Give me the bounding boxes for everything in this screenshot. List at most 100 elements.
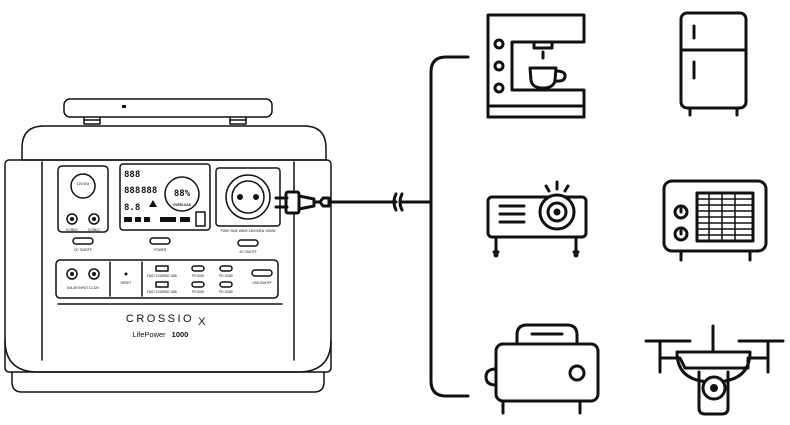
dc-switch xyxy=(72,237,94,245)
lcd-row-1: 888 xyxy=(124,170,140,180)
dc-port-1-pin xyxy=(70,217,74,221)
plug-cable xyxy=(274,190,433,215)
battery-percent: 88% xyxy=(174,189,191,199)
lcd-indicator-4 xyxy=(160,217,176,222)
lcd-indicator-2 xyxy=(135,217,141,222)
projector-icon xyxy=(486,180,588,258)
ac-outlet-hole-2 xyxy=(253,194,259,200)
lcd-side-block xyxy=(195,211,206,227)
lcd-row-4: 8.8 xyxy=(124,203,140,213)
solar-port-1-pin xyxy=(70,272,74,276)
handle-mounts xyxy=(83,116,247,125)
drone-camera-lens xyxy=(710,384,718,392)
power-button xyxy=(149,237,171,245)
coffee-machine-body xyxy=(486,13,586,108)
ac-outlet xyxy=(225,174,271,220)
coffee-machine-knob-3 xyxy=(493,82,505,94)
solar-port-2 xyxy=(88,268,100,280)
projector-lens-mid xyxy=(546,201,568,223)
usb-c-port-1 xyxy=(191,265,205,272)
carry-handle xyxy=(63,98,273,118)
cable-strain-relief xyxy=(312,196,331,208)
usb-c-label-4: PD 100W xyxy=(219,290,233,294)
projector-lens-center xyxy=(553,208,561,216)
brand-name: CROSSIO xyxy=(126,313,194,325)
projector-foot-right xyxy=(572,235,580,254)
dc-switch-label: DC ON/OFF xyxy=(74,248,92,252)
battery-ring xyxy=(164,176,200,212)
model-number: 1000 xyxy=(172,330,189,339)
coffee-cup xyxy=(528,66,558,90)
car-port-label: 12V/10A xyxy=(77,182,90,186)
toaster-slot xyxy=(515,323,579,346)
base xyxy=(11,371,325,393)
plug-head xyxy=(284,190,301,215)
usb-c-port-2 xyxy=(191,281,205,288)
ac-switch xyxy=(237,239,259,247)
coffee-machine-knob-1 xyxy=(493,38,505,50)
heater-grille-vertical xyxy=(708,192,736,242)
usb-c-port-4 xyxy=(219,281,233,288)
ac-outlet-hole-1 xyxy=(237,194,243,200)
side-panel-lines xyxy=(41,161,295,361)
dc-port-2-label: DC5521 xyxy=(88,228,100,232)
usb-a-label-2: FAST CHARGE 18W xyxy=(147,290,177,294)
ac-outlet-inner xyxy=(231,180,265,214)
usb-switch-label: USB ON/OFF xyxy=(252,281,272,285)
heater-knob-1 xyxy=(673,204,689,220)
lcd-row-2: 888 xyxy=(124,186,140,196)
usb-a-label-1: FAST CHARGE 18W xyxy=(147,274,177,278)
solar-input-label: SOLAR INPUT 12-32V xyxy=(67,286,100,290)
toaster-icon xyxy=(484,323,600,415)
usb-a-port-1 xyxy=(155,265,169,272)
solar-port-1 xyxy=(66,268,78,280)
heater-body xyxy=(662,179,768,253)
heater-grille-horizontal xyxy=(696,198,754,236)
warning-icon xyxy=(149,200,157,207)
plug-body xyxy=(297,194,316,211)
projector-foot-left-end xyxy=(493,252,499,258)
car-port xyxy=(70,173,96,199)
refrigerator-icon xyxy=(679,11,748,117)
reset-label: RESET xyxy=(121,281,132,285)
ac-switch-label: AC ON/OFF xyxy=(239,250,256,254)
overload-label: OVERLOAD xyxy=(173,203,192,207)
projector-foot-right-end xyxy=(573,252,579,258)
brand-mark: X xyxy=(198,316,208,328)
lcd-indicator-1 xyxy=(124,217,132,222)
handle-mark xyxy=(122,105,126,108)
projector-ray-2 xyxy=(544,184,551,193)
lcd-indicator-5 xyxy=(180,217,190,222)
lcd-row-3: 888 xyxy=(141,186,157,196)
drone-icon xyxy=(644,324,785,416)
usb-a-port-2 xyxy=(155,281,169,288)
dc-port-2 xyxy=(88,213,100,225)
usb-switch xyxy=(251,269,273,277)
toaster-knob xyxy=(568,364,586,382)
drone-gimbal xyxy=(697,370,730,416)
top-lid xyxy=(21,125,327,161)
usb-c-label-1: PD 60W xyxy=(192,274,204,278)
projector-foot-left xyxy=(492,235,500,254)
heater-icon xyxy=(662,179,768,262)
usb-c-label-3: PD 100W xyxy=(219,274,233,278)
display-panel xyxy=(119,163,211,231)
refrigerator-body xyxy=(679,11,748,110)
reset-pinhole xyxy=(124,272,128,276)
car-port-panel xyxy=(57,165,109,233)
coffee-cup-handle xyxy=(553,69,567,83)
dc-port-1-label: DC5521 xyxy=(66,228,78,232)
toaster-body xyxy=(494,342,600,403)
lcd-indicator-3 xyxy=(144,217,150,222)
usb-c-label-2: PD 60W xyxy=(192,290,204,294)
usb-c-port-3 xyxy=(219,265,233,272)
power-button-label: POWER xyxy=(154,248,167,252)
lower-panel-dividers xyxy=(109,261,143,297)
toaster-lever xyxy=(484,367,498,387)
lower-port-panel xyxy=(55,259,279,299)
distribution-bracket xyxy=(429,55,470,398)
coffee-machine-knob-2 xyxy=(493,60,505,72)
projector-ray-3 xyxy=(563,184,570,193)
